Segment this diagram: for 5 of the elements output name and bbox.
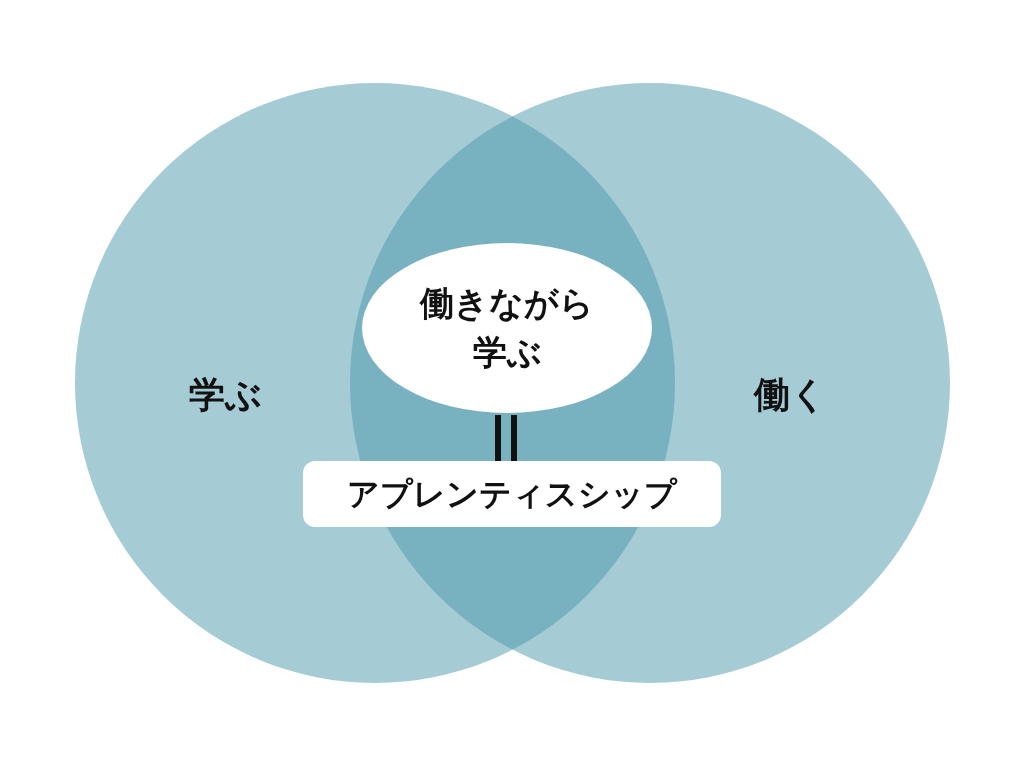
node-label: 働く xyxy=(753,372,827,417)
node-label: アプレンティスシップ xyxy=(347,473,677,515)
node-label: 学ぶ xyxy=(188,372,262,417)
label-box xyxy=(303,461,721,527)
node-label: 働きながら学ぶ xyxy=(418,281,595,374)
